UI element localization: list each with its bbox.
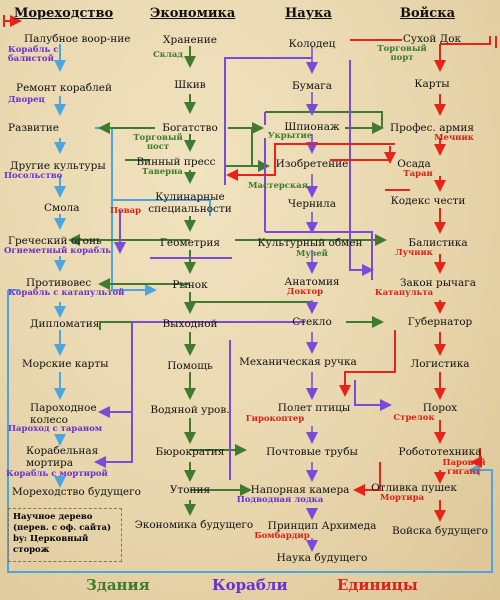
tech-governor[interactable]: Губернатор xyxy=(407,316,473,328)
ship-ballista: Корабль с балистой xyxy=(8,45,59,64)
ship-flamethrower: Огнеметный корабль xyxy=(4,246,111,256)
tech-well[interactable]: Колодец xyxy=(288,38,336,50)
tech-glass[interactable]: Стекло xyxy=(292,316,332,328)
tech-lever-law[interactable]: Закон рычага xyxy=(399,277,477,289)
building-palace: Дворец xyxy=(8,95,45,105)
unit-doctor: Доктор xyxy=(286,287,324,297)
tech-cultural-exchange[interactable]: Культурный обмен xyxy=(257,237,363,249)
header-economy: Экономика xyxy=(150,6,236,21)
credits-note-text: Научное дерево (перев. с оф. сайта) by: … xyxy=(13,512,111,555)
tech-siege[interactable]: Осада xyxy=(397,158,431,170)
tech-code-of-honor[interactable]: Кодекс чести xyxy=(390,195,466,207)
tech-paddle-wheel[interactable]: Пароходное колесо xyxy=(30,402,97,426)
tech-ink[interactable]: Чернила xyxy=(288,198,336,210)
building-museum: Музей xyxy=(296,249,328,259)
tech-future-army[interactable]: Войска будущего xyxy=(391,525,489,537)
building-warehouse: Склад xyxy=(152,50,184,60)
unit-gyrocopter: Гирокоптер xyxy=(245,414,305,424)
header-seafaring: Мореходство xyxy=(14,6,114,21)
tech-utopia[interactable]: Утопия xyxy=(169,484,211,496)
tech-future-science[interactable]: Наука будущего xyxy=(276,552,368,564)
tech-cannon-casting[interactable]: Отливка пушек xyxy=(371,482,457,494)
ship-catapult: Корабль с катапультой xyxy=(8,288,125,298)
tech-culinary[interactable]: Кулинарные специальности xyxy=(148,191,232,215)
tech-water-level[interactable]: Водяной уров. xyxy=(150,404,230,416)
tech-invention[interactable]: Изобретение xyxy=(275,158,349,170)
tech-gunpowder[interactable]: Порох xyxy=(422,402,458,414)
ship-ram: Пароход с тараном xyxy=(8,424,103,434)
tech-wine-press[interactable]: Винный пресс xyxy=(136,156,216,168)
tech-help[interactable]: Помощь xyxy=(167,360,213,372)
unit-bombardier: Бомбардир xyxy=(254,531,310,541)
tech-wealth[interactable]: Богатство xyxy=(162,122,218,134)
unit-steam-giant: Паровой гигант xyxy=(442,458,486,477)
legend-units: Единицы xyxy=(337,576,418,594)
unit-mortar: Мортира xyxy=(379,493,425,503)
tech-pulley[interactable]: Шкив xyxy=(174,79,206,91)
tech-market[interactable]: Рынок xyxy=(172,279,208,291)
tech-pitch[interactable]: Смола xyxy=(44,202,80,214)
credits-note: Научное дерево (перев. с оф. сайта) by: … xyxy=(8,508,122,562)
tech-pneumatic-post[interactable]: Почтовые трубы xyxy=(266,446,358,458)
building-trading-post: Торговый пост xyxy=(133,133,183,152)
tech-logistics[interactable]: Логистика xyxy=(410,358,470,370)
unit-cook: Повар xyxy=(110,206,142,216)
header-science: Наука xyxy=(285,6,332,21)
tech-ship-repair[interactable]: Ремонт кораблей xyxy=(16,82,112,94)
tech-diplomacy[interactable]: Дипломатия xyxy=(30,318,100,330)
tech-professional-army[interactable]: Профес. армия xyxy=(390,122,474,134)
tech-mechanical-pen[interactable]: Механическая ручка xyxy=(239,356,357,368)
tech-storage[interactable]: Хранение xyxy=(163,34,217,46)
tech-holiday[interactable]: Выходной xyxy=(162,318,218,330)
tech-robotics[interactable]: Робототехника xyxy=(398,446,482,458)
tech-geometry[interactable]: Геометрия xyxy=(159,237,221,249)
building-embassy: Посольство xyxy=(4,171,63,181)
legend-buildings: Здания xyxy=(86,576,150,594)
unit-archer: Лучник xyxy=(395,248,433,258)
unit-ram: Таран xyxy=(403,169,433,179)
ship-mortar: Корабль с мортирой xyxy=(6,469,108,479)
tech-bureaucracy[interactable]: Бюрократия xyxy=(155,446,225,458)
tech-ship-mortar[interactable]: Корабельная мортира xyxy=(26,445,99,469)
tech-anatomy[interactable]: Анатомия xyxy=(284,276,340,288)
tech-pressure-chamber[interactable]: Напорная камера xyxy=(250,484,350,496)
tech-future-seafaring[interactable]: Мореходство будущего xyxy=(12,486,141,498)
tech-greek-fire[interactable]: Греческий огонь xyxy=(8,235,102,247)
building-tavern: Таверна xyxy=(142,167,183,177)
legend-ships: Корабли xyxy=(212,576,288,594)
building-workshop: Мастерская xyxy=(248,181,308,191)
tech-foreign-cultures[interactable]: Другие культуры xyxy=(10,160,106,172)
tech-dry-dock[interactable]: Сухой Док xyxy=(402,33,462,45)
unit-catapult: Катапульта xyxy=(374,288,434,298)
ship-submarine: Подводная лодка xyxy=(236,495,324,505)
building-hideout: Укрытие xyxy=(267,131,313,141)
tech-ballistics[interactable]: Балистика xyxy=(408,237,468,249)
tech-deck-weapons[interactable]: Палубное воор-ние xyxy=(24,33,131,45)
tech-maps[interactable]: Карты xyxy=(414,78,450,90)
tech-expansion[interactable]: Развитие xyxy=(8,122,59,134)
tech-counterweight[interactable]: Противовес xyxy=(26,277,92,289)
tech-paper[interactable]: Бумага xyxy=(291,80,333,92)
tech-espionage[interactable]: Шпионаж xyxy=(284,121,340,133)
building-trade-port: Торговый порт xyxy=(377,44,427,63)
unit-musketeer: Стрелок xyxy=(393,413,435,423)
tech-future-economy[interactable]: Экономика будущего xyxy=(134,519,254,531)
unit-swordsman: Мечник xyxy=(434,133,474,143)
tech-bird-flight[interactable]: Полет птицы xyxy=(277,402,351,414)
header-military: Войска xyxy=(400,6,456,21)
tech-sea-charts[interactable]: Морские карты xyxy=(22,358,109,370)
tech-archimedes[interactable]: Принцип Архимеда xyxy=(267,520,377,532)
